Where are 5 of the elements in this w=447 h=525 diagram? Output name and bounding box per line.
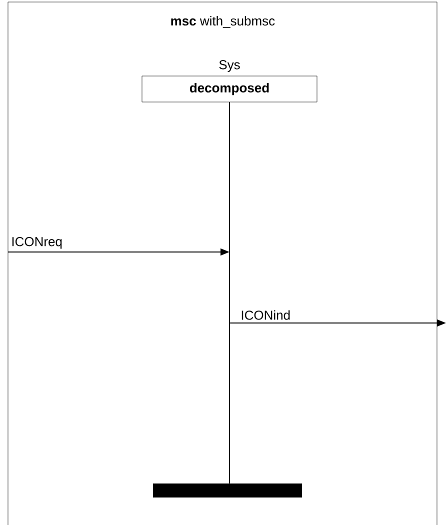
instance-box: decomposed: [142, 76, 318, 102]
instance-heading: Sys: [219, 60, 240, 72]
instance-end-bar: [153, 484, 302, 498]
message-label: ICONreq: [12, 237, 62, 249]
message-label: ICONind: [242, 310, 290, 320]
